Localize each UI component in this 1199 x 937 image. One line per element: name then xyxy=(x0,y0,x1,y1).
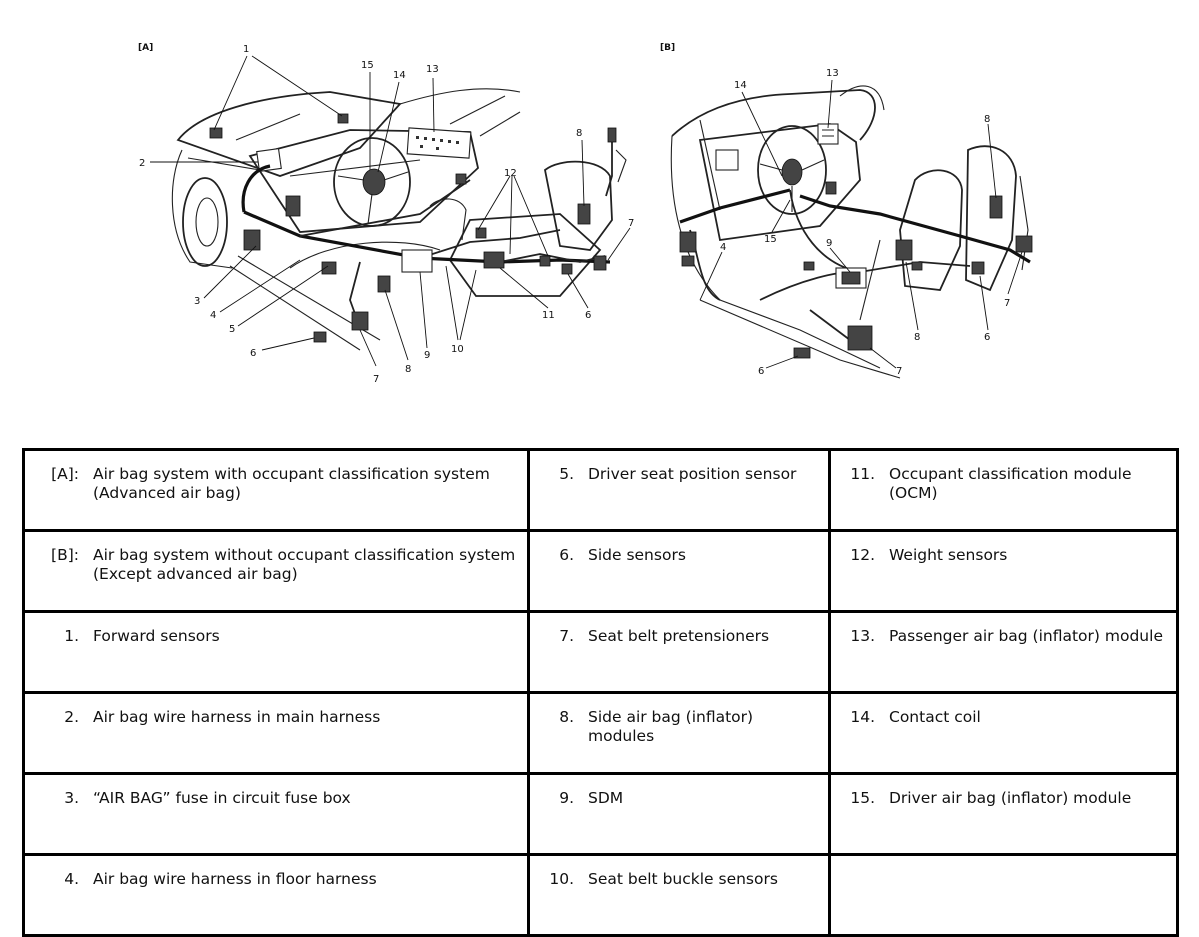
legend-row: 4. Air bag wire harness in floor harness 1… xyxy=(22,853,1179,937)
callout-a-6b: 6 xyxy=(585,310,591,321)
legend-cell: 7. Seat belt pretensioners xyxy=(527,610,831,694)
legend-cell: 4. Air bag wire harness in floor harness xyxy=(22,853,530,937)
legend-row: 1. Forward sensors 7. Seat belt pretensione… xyxy=(22,610,1179,694)
callout-a-7: 7 xyxy=(373,374,379,385)
legend-number: 11. xyxy=(850,465,875,483)
panel-b-callouts: 14 13 8 15 9 4 7 8 6 6 7 xyxy=(720,68,1010,377)
legend-text: Passenger air bag (inflator) module xyxy=(889,627,1163,645)
legend-number: 6. xyxy=(559,546,574,564)
callout-a-3: 3 xyxy=(194,296,200,307)
legend-number: 3. xyxy=(64,789,79,807)
legend-cell: 10. Seat belt buckle sensors xyxy=(527,853,831,937)
panel-a-drawing xyxy=(171,88,627,351)
panel-b-label: [B] xyxy=(660,43,675,53)
callout-b-15: 15 xyxy=(764,234,777,245)
legend-row: 3. “AIR BAG” fuse in circuit fuse box 9. SD… xyxy=(22,772,1179,856)
callout-a-13: 13 xyxy=(426,64,439,75)
legend-number: 13. xyxy=(850,627,875,645)
legend-cell: [A]: Air bag system with occupant classif… xyxy=(22,448,530,532)
callout-a-7b: 7 xyxy=(628,218,634,229)
legend-text: Contact coil xyxy=(889,708,981,726)
callout-a-8: 8 xyxy=(405,364,411,375)
legend-text: Weight sensors xyxy=(889,546,1008,564)
legend-number: 1. xyxy=(64,627,79,645)
callout-a-2: 2 xyxy=(139,158,145,169)
callout-a-4: 4 xyxy=(210,310,216,321)
callout-b-8b: 8 xyxy=(914,332,920,343)
legend-text: Seat belt pretensioners xyxy=(588,627,770,645)
legend-number: 8. xyxy=(559,708,574,726)
legend-text: Air bag wire harness in main harness xyxy=(93,708,381,726)
callout-a-8b: 8 xyxy=(576,128,582,139)
legend-cell: 3. “AIR BAG” fuse in circuit fuse box xyxy=(22,772,530,856)
legend-number: [A]: xyxy=(51,465,79,483)
legend-number: 9. xyxy=(559,789,574,807)
legend-cell: 13. Passenger air bag (inflator) module xyxy=(828,610,1179,694)
callout-a-11: 11 xyxy=(542,310,555,321)
legend-cell: 2. Air bag wire harness in main harness xyxy=(22,691,530,775)
legend-cell: 9. SDM xyxy=(527,772,831,856)
legend-text: Driver air bag (inflator) module xyxy=(889,789,1132,807)
panel-b-leaders xyxy=(699,79,1023,369)
legend-number: 12. xyxy=(850,546,875,564)
legend-cell: 15. Driver air bag (inflator) module xyxy=(828,772,1179,856)
callout-a-15: 15 xyxy=(361,60,374,71)
legend-row: [B]: Air bag system without occupant clas… xyxy=(22,529,1179,613)
legend-cell: 1. Forward sensors xyxy=(22,610,530,694)
legend-number: [B]: xyxy=(51,546,79,564)
callout-a-9: 9 xyxy=(424,350,430,361)
panel-b-drawing xyxy=(670,85,1033,379)
legend-table: [A]: Air bag system with occupant classif… xyxy=(22,448,1179,937)
callout-a-1: 1 xyxy=(243,44,249,55)
diagram-svg: [A] xyxy=(138,43,1033,385)
legend-number: 10. xyxy=(549,870,574,888)
panel-a-leaders xyxy=(150,55,631,367)
legend-number: 5. xyxy=(559,465,574,483)
legend-text: Seat belt buckle sensors xyxy=(588,870,778,888)
legend-cell: 6. Side sensors xyxy=(527,529,831,613)
callout-b-9: 9 xyxy=(826,238,832,249)
panel-a-label: [A] xyxy=(138,43,153,53)
callout-b-6b: 6 xyxy=(758,366,764,377)
legend-number: 2. xyxy=(64,708,79,726)
legend-cell: 8. Side air bag (inflator) modules xyxy=(527,691,831,775)
callout-b-4: 4 xyxy=(720,242,726,253)
legend-row: [A]: Air bag system with occupant classif… xyxy=(22,448,1179,532)
callout-a-10: 10 xyxy=(451,344,464,355)
legend-cell xyxy=(828,853,1179,937)
legend-text: Occupant classification module (OCM) xyxy=(889,465,1132,502)
legend-row: 2. Air bag wire harness in main harness 8.… xyxy=(22,691,1179,775)
legend-text: Side air bag (inflator) modules xyxy=(588,708,754,745)
airbag-system-diagram: [A] xyxy=(0,0,1199,420)
callout-a-5: 5 xyxy=(229,324,235,335)
panel-a-callouts: 1 2 3 4 5 6 7 8 9 10 11 12 13 14 15 6 7 … xyxy=(139,44,634,385)
legend-cell: 12. Weight sensors xyxy=(828,529,1179,613)
legend-cell: 14. Contact coil xyxy=(828,691,1179,775)
callout-a-12: 12 xyxy=(504,168,517,179)
callout-b-7b: 7 xyxy=(896,366,902,377)
legend-text: Air bag system with occupant classificat… xyxy=(93,465,490,502)
callout-b-14: 14 xyxy=(734,80,747,91)
callout-b-7: 7 xyxy=(1004,298,1010,309)
legend-cell: [B]: Air bag system without occupant clas… xyxy=(22,529,530,613)
legend-number: 15. xyxy=(850,789,875,807)
legend-text: Side sensors xyxy=(588,546,686,564)
callout-a-14: 14 xyxy=(393,70,406,81)
legend-number: 14. xyxy=(850,708,875,726)
legend-text: Forward sensors xyxy=(93,627,220,645)
callout-b-6: 6 xyxy=(984,332,990,343)
legend-text: Air bag wire harness in floor harness xyxy=(93,870,377,888)
legend-cell: 11. Occupant classification module (OCM) xyxy=(828,448,1179,532)
legend-text: “AIR BAG” fuse in circuit fuse box xyxy=(93,789,351,807)
callout-a-6: 6 xyxy=(250,348,256,359)
legend-text: Driver seat position sensor xyxy=(588,465,797,483)
legend-cell: 5. Driver seat position sensor xyxy=(527,448,831,532)
legend-text: Air bag system without occupant classifi… xyxy=(93,546,516,583)
callout-b-13: 13 xyxy=(826,68,839,79)
callout-b-8: 8 xyxy=(984,114,990,125)
legend-number: 4. xyxy=(64,870,79,888)
legend-text: SDM xyxy=(588,789,624,807)
legend-number: 7. xyxy=(559,627,574,645)
